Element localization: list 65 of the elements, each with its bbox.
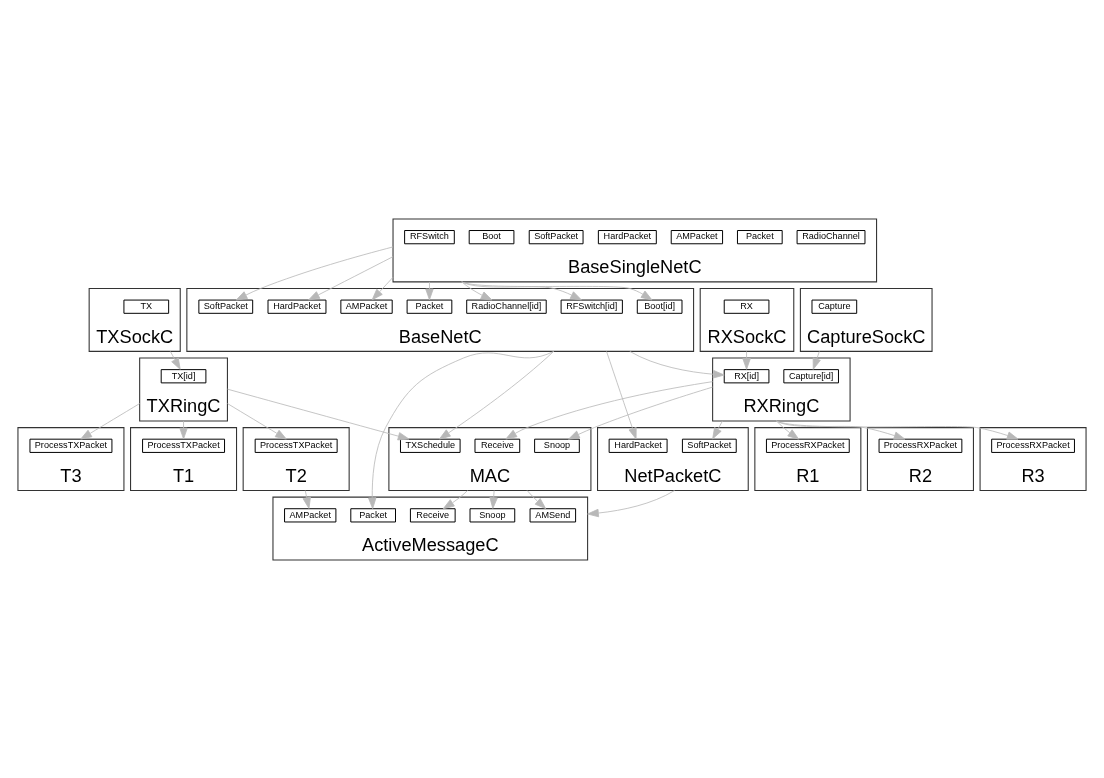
node-box: AMPacket xyxy=(670,229,724,244)
arrow xyxy=(606,350,637,439)
arrow xyxy=(712,420,723,439)
arrow xyxy=(227,402,287,439)
arrow xyxy=(505,380,714,439)
node-box: SoftPacket xyxy=(681,438,737,453)
arrow xyxy=(775,420,800,440)
arrow xyxy=(742,350,751,370)
node-box: TX[id] xyxy=(160,368,207,383)
node-box: TXSchedule xyxy=(400,438,461,453)
arrow xyxy=(179,420,188,439)
arrow xyxy=(302,489,311,509)
arrow xyxy=(235,246,394,300)
node-box: RX xyxy=(723,299,770,314)
node-box: Snoop xyxy=(534,438,580,453)
node-box: AMPacket xyxy=(340,299,393,314)
node-box: ProcessRXPacket xyxy=(991,438,1075,453)
arrow xyxy=(629,350,725,378)
arrow xyxy=(439,350,555,439)
node-box: RadioChannel[id] xyxy=(466,299,547,314)
node-box: Receive xyxy=(409,507,456,522)
node-box: Capture xyxy=(811,299,858,314)
node-box: RFSwitch[id] xyxy=(560,299,623,314)
arrow xyxy=(812,350,821,370)
node-box: AMSend xyxy=(529,507,577,522)
arrow xyxy=(461,280,653,300)
arrow xyxy=(425,280,434,300)
node-box: Boot xyxy=(468,229,515,244)
node-box: HardPacket xyxy=(267,299,327,314)
node-box: AMPacket xyxy=(284,507,337,522)
arrow xyxy=(461,280,582,300)
node-box: Boot[id] xyxy=(636,299,683,314)
arrow xyxy=(368,350,555,509)
node-box: Packet xyxy=(736,229,783,244)
arrow xyxy=(775,420,906,440)
node-box: ProcessTXPacket xyxy=(142,438,226,453)
node-box: Packet xyxy=(350,507,396,522)
arrow xyxy=(526,489,547,509)
arrow xyxy=(568,386,714,440)
node-box: SoftPacket xyxy=(528,229,584,244)
node-box: Packet xyxy=(406,299,453,314)
arrow xyxy=(308,255,394,300)
node-box: ProcessTXPacket xyxy=(254,438,338,453)
arrow xyxy=(227,388,410,440)
node-box: Snoop xyxy=(469,507,516,522)
node-box: ProcessTXPacket xyxy=(29,438,113,453)
node-box: HardPacket xyxy=(608,438,668,453)
arrow xyxy=(169,350,181,370)
arrow xyxy=(80,402,141,439)
node-box: RFSwitch xyxy=(404,229,455,244)
arrow xyxy=(442,489,468,509)
node-box: SoftPacket xyxy=(198,299,254,314)
arrow xyxy=(489,489,498,509)
arrow xyxy=(587,489,675,517)
node-box: Receive xyxy=(474,438,521,453)
node-box: Capture[id] xyxy=(783,368,839,383)
node-box: RadioChannel xyxy=(796,229,866,244)
node-box: TX xyxy=(123,299,170,314)
node-box: RX[id] xyxy=(723,368,770,383)
node-box: ProcessRXPacket xyxy=(765,438,850,453)
arrow xyxy=(371,276,394,300)
node-box: HardPacket xyxy=(597,229,657,244)
arrow xyxy=(775,420,1019,440)
node-box: ProcessRXPacket xyxy=(878,438,963,453)
arrow xyxy=(461,280,493,300)
